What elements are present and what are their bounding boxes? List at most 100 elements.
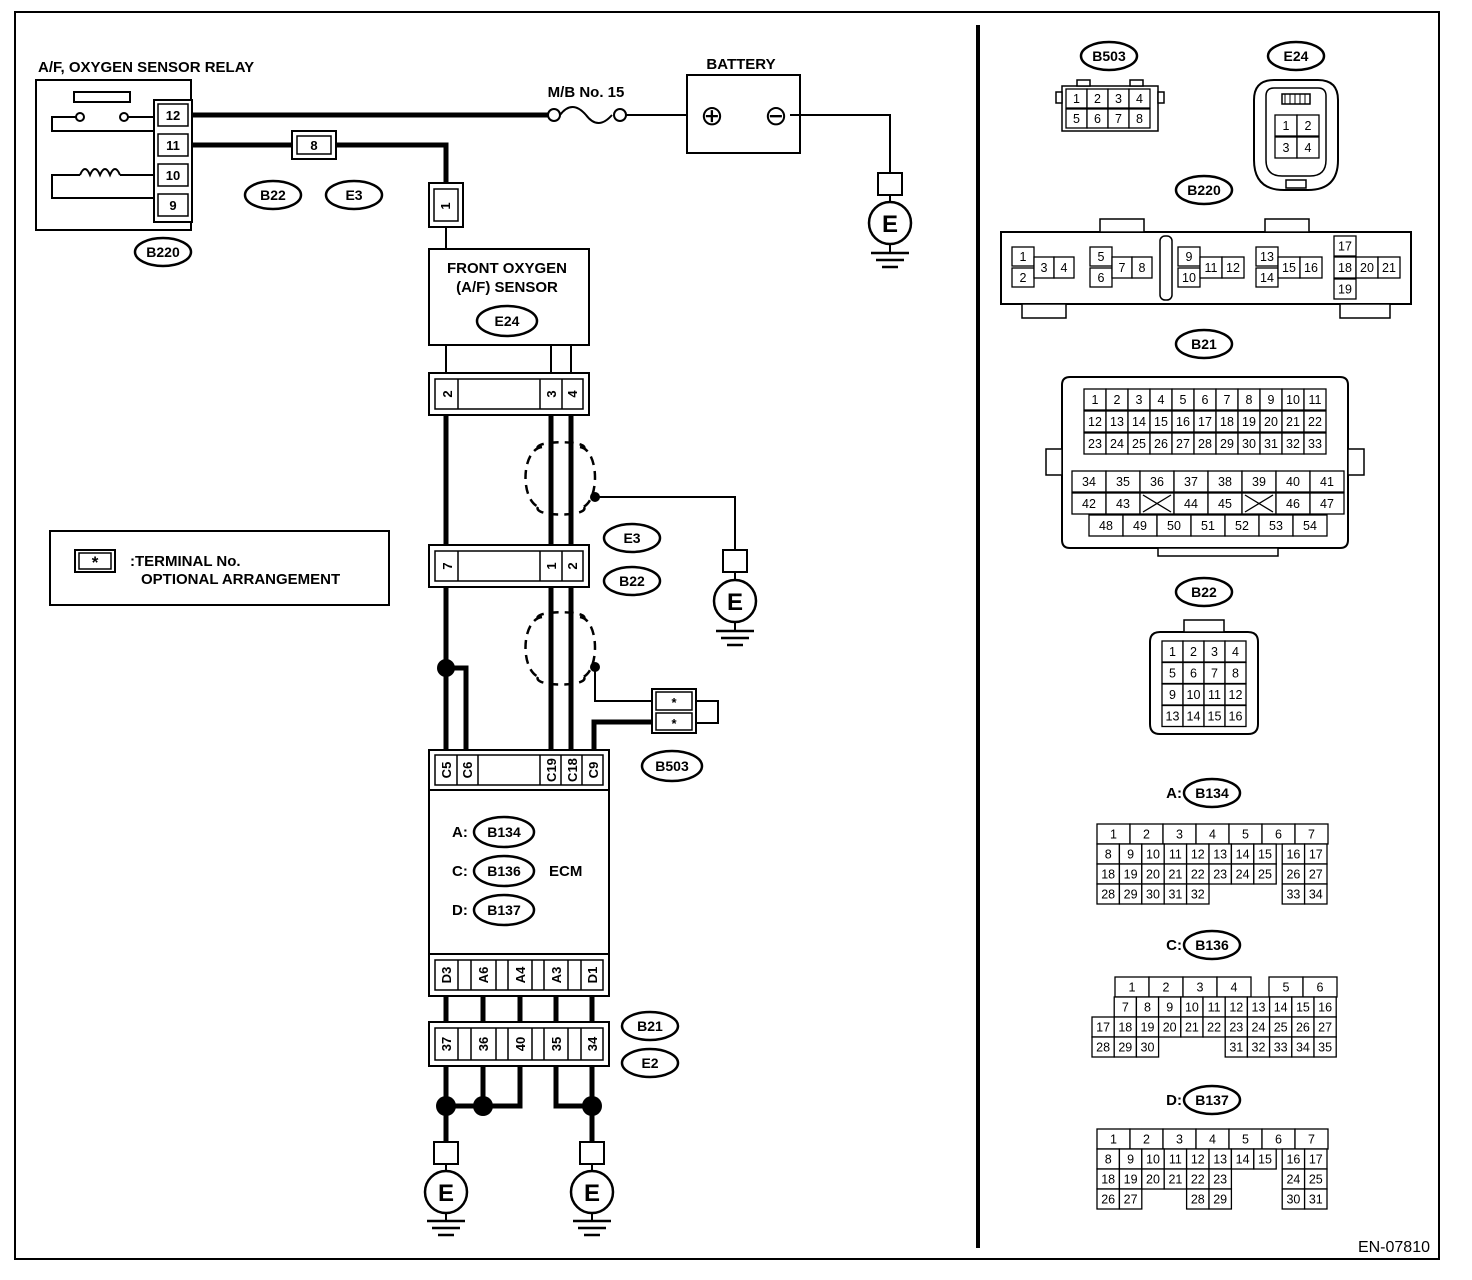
pin-number: 34 [1309, 888, 1323, 902]
connector-title: B22 [1191, 584, 1217, 600]
sensor-pin: 1 [438, 202, 453, 209]
pin-number: 22 [1191, 1173, 1205, 1187]
sensor-title: FRONT OXYGEN [447, 260, 567, 277]
connector-badge [1182, 777, 1242, 809]
pin-number: 15 [1258, 848, 1272, 862]
connector-badge [1174, 328, 1234, 360]
lower-pin: 37 [439, 1037, 454, 1051]
battery-box [686, 74, 801, 154]
pin-number: 6 [1317, 981, 1324, 995]
pin-number: 24 [1252, 1021, 1266, 1035]
pin-number: 9 [1166, 1001, 1173, 1015]
relay-contact-right [119, 112, 129, 122]
circuit: A/F, OXYGEN SENSOR RELAY 12 11 10 9 B220… [35, 56, 913, 1237]
pin-number: 31 [1229, 1041, 1243, 1055]
pin-number: 9 [1169, 688, 1176, 702]
pin-number: 14 [1274, 1001, 1288, 1015]
pin-number: 28 [1096, 1041, 1110, 1055]
pin-number: 26 [1286, 868, 1300, 882]
pin-number: 3 [1041, 261, 1048, 275]
mid-connector: 7 1 2 [428, 544, 590, 588]
pin-number: 10 [1146, 1153, 1160, 1167]
diagram-code: EN-07810 [1358, 1239, 1430, 1256]
pin-number: 6 [1098, 271, 1105, 285]
pin-cell [1135, 1036, 1160, 1058]
pin-cell [1303, 388, 1327, 411]
pin-number: 53 [1269, 519, 1283, 533]
pin-number: 15 [1282, 261, 1296, 275]
ecm-top-pin: C5 [439, 762, 454, 779]
pin-number: 33 [1274, 1041, 1288, 1055]
mid-pin: 7 [440, 562, 455, 569]
pin-cell [1053, 256, 1075, 279]
connector-badge [1174, 576, 1234, 608]
ecm-top-pin: C18 [565, 758, 580, 782]
pin-number: 32 [1252, 1041, 1266, 1055]
pin-number: 30 [1146, 888, 1160, 902]
optional-connector-label: B503 [655, 758, 689, 774]
pin-number: 7 [1211, 667, 1218, 681]
pin-cell [1224, 704, 1247, 728]
pin-number: 50 [1167, 519, 1181, 533]
lower-pin: 40 [513, 1037, 528, 1051]
lower-pin: 36 [476, 1037, 491, 1051]
pin-number: 9 [1268, 393, 1275, 407]
pin-number: 13 [1252, 1001, 1266, 1015]
pin-number: 30 [1141, 1041, 1155, 1055]
connector-prefix: C: [1166, 937, 1182, 954]
relay-coil-bar [73, 91, 131, 103]
pin-number: 20 [1163, 1021, 1177, 1035]
pin-number: 30 [1286, 1193, 1300, 1207]
battery-title: BATTERY [706, 56, 775, 73]
connector-badge [1079, 40, 1139, 72]
pin-number: 11 [1208, 1001, 1221, 1015]
ecm-bottom-pin: A6 [476, 967, 491, 984]
pin-number: 3 [1211, 645, 1218, 659]
pin-cell [1292, 514, 1328, 537]
pin-number: 17 [1309, 1153, 1323, 1167]
pin-number: 7 [1122, 1001, 1129, 1015]
legend-line2: OPTIONAL ARRANGEMENT [141, 571, 340, 588]
sensor-subtitle: (A/F) SENSOR [456, 279, 558, 296]
pin-number: 5 [1098, 250, 1105, 264]
fuse-terminal-left [547, 108, 561, 122]
connector-prefix: D: [1166, 1092, 1182, 1109]
pin-number: 3 [1283, 141, 1290, 155]
pin-number: 24 [1236, 868, 1250, 882]
pin-number: 19 [1242, 415, 1256, 429]
pin-number: 4 [1209, 1133, 1216, 1147]
pin-number: 25 [1132, 437, 1146, 451]
ecm-top-pin: C19 [544, 758, 559, 782]
pin-cell [1296, 136, 1320, 159]
shield-lower [524, 611, 597, 686]
ecm-bottom-pin: D1 [585, 967, 600, 984]
optional-pin: * [671, 695, 677, 710]
battery-plus-icon: ⊕ [700, 100, 723, 131]
connector-title: B220 [1187, 182, 1221, 198]
pin-number: 49 [1133, 519, 1147, 533]
connector-badge [620, 1010, 680, 1042]
pin-number: 14 [1132, 415, 1146, 429]
pin-number: 12 [1229, 688, 1243, 702]
pin-number: 25 [1258, 868, 1272, 882]
pin-number: 5 [1242, 1133, 1249, 1147]
pin-number: 38 [1218, 475, 1232, 489]
pin-number: 15 [1208, 710, 1222, 724]
connector-title: B136 [1195, 937, 1229, 953]
pin-number: 8 [1105, 1153, 1112, 1167]
connector-badge [133, 236, 193, 268]
pin-number: 12 [1191, 848, 1205, 862]
pin-number: 4 [1136, 92, 1143, 106]
connector-badge [472, 815, 536, 849]
diagram-frame [14, 11, 1440, 1260]
pin-number: 52 [1235, 519, 1249, 533]
pin-number: 6 [1094, 112, 1101, 126]
connector-badge [602, 522, 662, 554]
wire-battery-ground [790, 114, 891, 173]
pin-number: 9 [1127, 848, 1134, 862]
lower-connector: 37 36 40 35 34 [428, 1021, 610, 1067]
